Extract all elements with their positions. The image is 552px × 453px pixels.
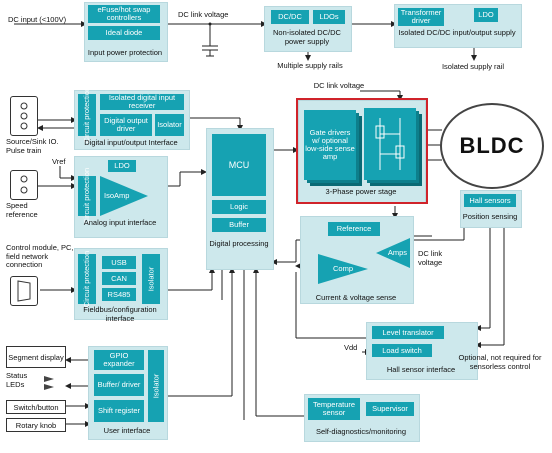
supervisor-block: Supervisor <box>366 402 414 416</box>
gpio-expander-block: GPIO expander <box>94 350 144 370</box>
switch-button: Switch/button <box>6 400 66 414</box>
bldc-motor: BLDC <box>440 103 544 189</box>
shift-register-block: Shift register <box>94 400 144 422</box>
logic-block: Logic <box>212 200 266 214</box>
diagnostics-caption: Self-diagnostics/monitoring <box>315 427 407 436</box>
mosfet-icon <box>375 118 405 170</box>
output-driver-block: Digital output driver <box>100 114 152 136</box>
analog-caption: Analog input interface <box>83 218 157 227</box>
buffer-driver-block: Buffer/ driver <box>94 374 144 396</box>
serial-port-icon <box>17 280 31 302</box>
source-sink-connector <box>10 96 38 136</box>
temp-sensor-block: Temperature sensor <box>308 398 360 420</box>
speed-ref-connector <box>10 170 38 200</box>
dcdc-block: DC/DC <box>271 10 309 24</box>
dc-input-label: DC input (<100V) <box>8 15 67 24</box>
dc-link-label-3: DC link voltage <box>418 249 443 267</box>
fieldbus-caption: Fieldbus/configuration interface <box>83 305 157 323</box>
control-module-label: Control module, PC, field network connec… <box>6 243 74 269</box>
fieldbus-isolator: Isolator <box>142 254 160 304</box>
rails-label: Multiple supply rails <box>277 61 343 70</box>
digital-processing-caption: Digital processing <box>209 239 269 248</box>
leds-icon <box>42 374 62 392</box>
can-block: CAN <box>102 272 136 285</box>
terminal-icon <box>20 102 28 130</box>
buffer-block: Buffer <box>212 218 266 232</box>
position-caption: Position sensing <box>462 212 518 221</box>
analog-ldo-block: LDO <box>108 160 136 172</box>
load-switch-block: Load switch <box>372 344 432 357</box>
digital-io-circuit-protection: Circuit protection <box>78 87 96 143</box>
power-stage-highlight <box>296 98 428 204</box>
user-isolator: Isolator <box>148 350 164 422</box>
reference-block: Reference <box>328 222 380 236</box>
speed-ref-label: Speed reference <box>6 201 38 219</box>
power-stage-caption: 3-Phase power stage <box>325 187 397 196</box>
mosfet-block <box>364 108 416 180</box>
rs485-block: RS485 <box>102 288 136 301</box>
ideal-diode-block: Ideal diode <box>88 26 160 40</box>
current-sense-caption: Current & voltage sense <box>315 293 397 302</box>
vref-label: Vref <box>52 157 66 166</box>
vdd-label: Vdd <box>344 343 358 352</box>
source-sink-label: Source/Sink IO. Pulse train <box>6 137 59 155</box>
isolator-block-dio: Isolator <box>155 114 184 136</box>
user-interface-caption: User interface <box>103 426 151 435</box>
rotary-knob: Rotary knob <box>6 418 66 432</box>
db9-connector <box>10 276 38 306</box>
level-translator-block: Level translator <box>372 326 444 339</box>
dc-link-label: DC link voltage <box>178 10 229 19</box>
ldos-block: LDOs <box>313 10 345 24</box>
efuse-block: eFuse/hot swap controllers <box>88 5 160 23</box>
usb-block: USB <box>102 256 136 269</box>
mcu-block: MCU <box>212 134 266 196</box>
isolated-rail-label: Isolated supply rail <box>441 62 505 71</box>
transformer-driver-block: Transformer driver <box>398 8 444 26</box>
gate-drivers-block: Gate drivers w/ optional low-side sense … <box>304 110 356 180</box>
hall-iface-caption: Hall sensor interface <box>386 365 456 374</box>
analog-circuit-protection: Circuit protection <box>78 168 96 224</box>
receiver-block: Isolated digital input receiver <box>100 94 184 110</box>
nonisolated-caption: Non-isolated DC/DC power supply <box>273 28 341 46</box>
dc-link-label-2: DC link voltage <box>313 81 365 90</box>
digital-io-caption: Digital input/output Interface <box>84 138 178 147</box>
sensorless-note: Optional, not required for sensorless co… <box>458 353 542 371</box>
hall-sensors-block: Hall sensors <box>464 194 516 207</box>
fieldbus-circuit-protection: Circuit protection <box>78 251 96 307</box>
terminal-icon-2 <box>20 175 28 194</box>
iso-ldo-block: LDO <box>474 8 498 22</box>
segment-display: Segment display <box>6 346 66 368</box>
isolated-caption: Isolated DC/DC input/output supply <box>398 28 516 37</box>
input-power-caption: Input power protection <box>87 48 163 57</box>
status-leds-label: Status LEDs <box>6 371 28 389</box>
